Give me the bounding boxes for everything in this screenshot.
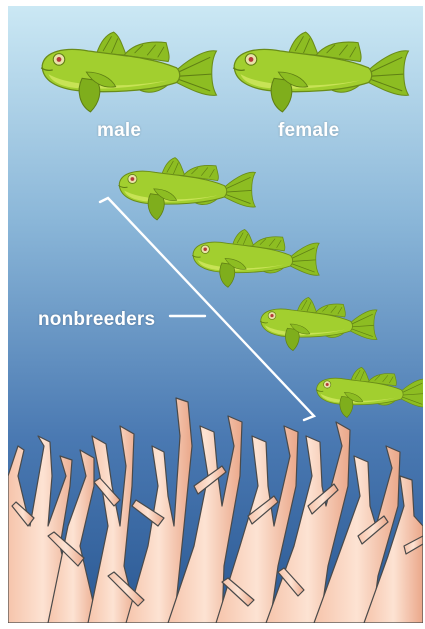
label-female: female [278, 120, 339, 142]
label-male: male [97, 120, 141, 142]
label-nonbreeders: nonbreeders [38, 309, 155, 331]
reef-scene: male female nonbreeders [8, 6, 423, 623]
